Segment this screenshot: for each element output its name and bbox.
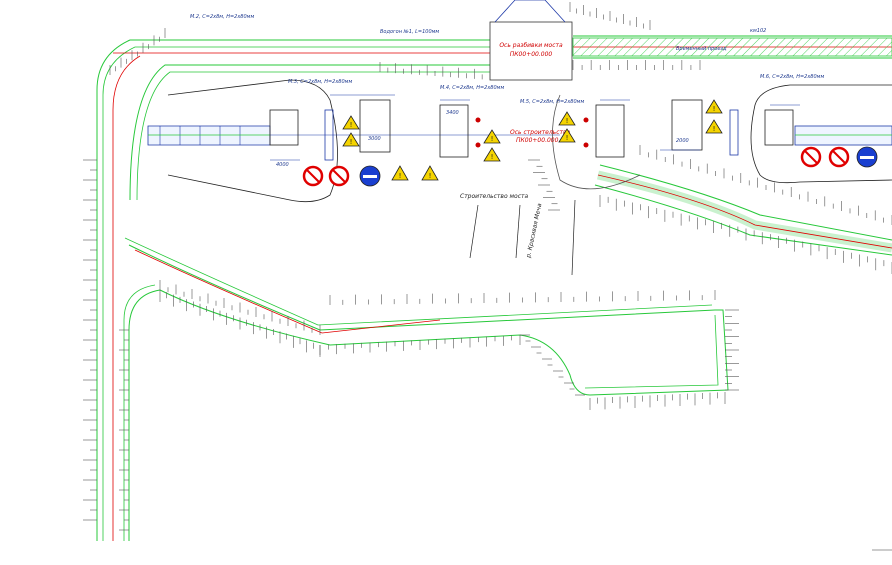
bridge-axis-box: Ось разбивки моста ПК00+00.000 xyxy=(490,0,572,80)
no-pedestrian-sign-icon xyxy=(330,167,348,185)
svg-text:!: ! xyxy=(429,172,432,180)
warning-sign-icon: ! xyxy=(343,116,359,129)
svg-text:!: ! xyxy=(491,135,494,143)
construction-axis-pk: ПК00+00.000 xyxy=(516,137,559,144)
bridge-name-label: Водогон №1, L=100мм xyxy=(380,29,439,35)
warning-sign-icon: ! xyxy=(706,100,722,113)
dim-d: 2000 xyxy=(676,138,689,144)
temp-road-label: Временный проезд xyxy=(676,46,727,52)
dim-b: 3000 xyxy=(368,136,381,142)
warning-sign-icon: ! xyxy=(392,166,408,180)
no-entry-sign-icon xyxy=(802,148,820,166)
mandatory-blue-sign-icon xyxy=(360,166,380,186)
no-pedestrian-sign-icon xyxy=(830,148,848,166)
construction-axis-label: Ось строительства xyxy=(510,129,571,136)
no-entry-sign-icon xyxy=(304,167,322,185)
river-label: р. Красивая Меча xyxy=(525,202,544,259)
warning-sign-icon: ! xyxy=(484,130,500,143)
ref-m3-label: М.3, С=2х8м, Н=2х80мм xyxy=(288,79,352,85)
ref-m5-label: М.5, С=2х8м, Н=2х80мм xyxy=(520,99,584,105)
right-curved-road xyxy=(595,165,892,255)
pier-blocks xyxy=(270,100,892,160)
svg-text:!: ! xyxy=(713,105,716,113)
bridge-axis-pk: ПК00+00.000 xyxy=(510,51,553,58)
warning-sign-icon: ! xyxy=(559,112,575,125)
terrain-slope-hatching xyxy=(83,2,892,530)
ref-m6-label: М.6, С=2х8м, Н=2х80мм xyxy=(760,74,824,80)
svg-text:!: ! xyxy=(399,172,402,180)
mandatory-blue-sign-icon xyxy=(857,147,877,167)
warning-sign-icon: ! xyxy=(422,166,438,180)
dim-a: 4000 xyxy=(276,162,289,168)
bridge-construction-label: Строительство моста xyxy=(460,193,529,200)
left-road xyxy=(97,40,490,541)
svg-text:!: ! xyxy=(350,121,353,129)
svg-text:!: ! xyxy=(350,138,353,146)
bridge-axis-label: Ось разбивки моста xyxy=(499,42,563,49)
warning-sign-icon: ! xyxy=(484,148,500,161)
top-right-km-label: км102 xyxy=(750,28,766,34)
svg-text:!: ! xyxy=(713,125,716,133)
lower-road xyxy=(125,238,728,395)
warning-sign-icon: ! xyxy=(706,120,722,133)
dim-c: 3400 xyxy=(446,110,459,116)
top-left-note: М.2, С=2х8м, Н=2х80мм xyxy=(190,14,254,20)
svg-text:!: ! xyxy=(566,117,569,125)
ref-m4-label: М.4, С=2х8м, Н=2х80мм xyxy=(440,85,504,91)
svg-text:!: ! xyxy=(566,134,569,142)
svg-text:!: ! xyxy=(491,153,494,161)
